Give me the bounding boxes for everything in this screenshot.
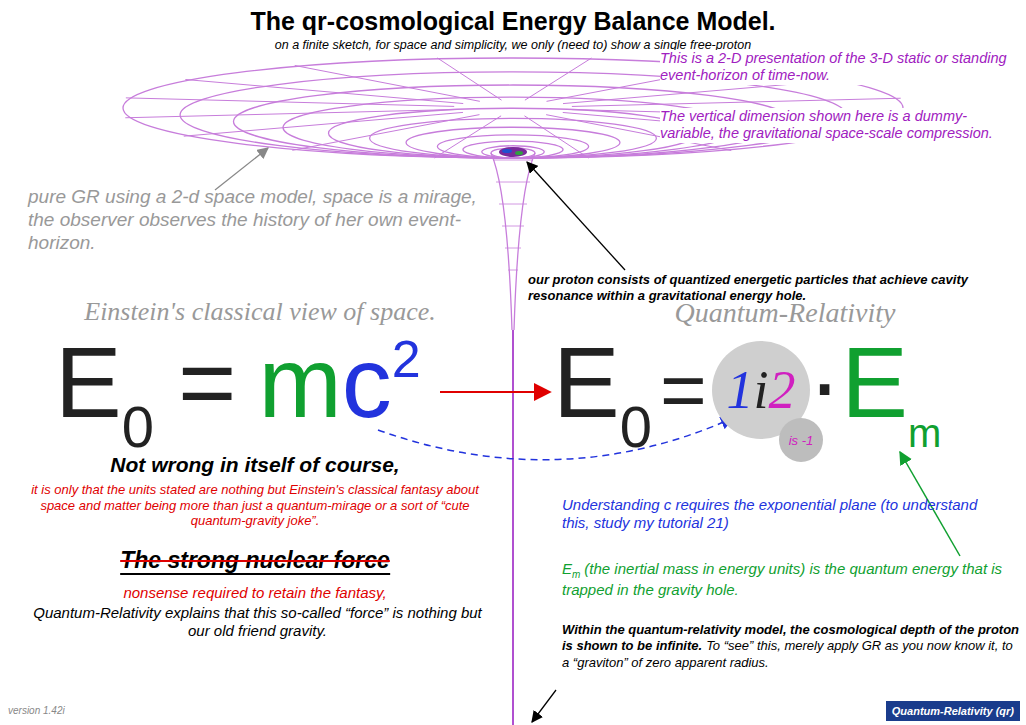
symbol: E (562, 560, 572, 577)
well-ring (328, 108, 697, 158)
equation-right: ·Em (808, 322, 941, 442)
note: This is a 2-D presentation of the 3-D st… (660, 50, 1018, 85)
equation-right: E0= (553, 322, 707, 442)
equation-subscript: 0 (122, 392, 154, 462)
symbol-subscript: m (572, 569, 580, 580)
funnel-neck (491, 153, 535, 725)
equation-term: = (178, 322, 236, 442)
title: The qr-cosmological Energy Balance Model… (0, 6, 1026, 36)
equation-term: E (553, 322, 620, 442)
depth-note: Within the quantum-relativity model, the… (562, 622, 1020, 671)
note: The vertical dimension shown here is a d… (660, 108, 1018, 143)
note: it is only that the units stated are not… (30, 482, 480, 529)
funnel-ring (493, 160, 533, 161)
funnel-wall (514, 153, 535, 330)
funnel-ring (508, 270, 518, 271)
badge-box: Quantum-Relativity (qr) (886, 701, 1020, 721)
note: (the inertial mass in energy units) is t… (562, 560, 1002, 598)
grid-line (295, 65, 480, 101)
note: Quantum-Relativity explains that this so… (25, 604, 490, 640)
well-ring (482, 146, 544, 158)
funnel-ring (499, 204, 527, 205)
funnel-wall (491, 153, 512, 330)
depth-arrow (532, 690, 556, 722)
note: Understanding c requires the exponential… (562, 496, 1002, 532)
equation-subscript: m (908, 409, 941, 457)
note: nonsense required to retain the fantasy, (30, 584, 480, 602)
heading: Quantum-Relativity (620, 296, 950, 330)
equation-term: c (342, 322, 392, 442)
grid-line (525, 58, 592, 100)
note: pure GR using a 2-d space model, space i… (28, 186, 498, 254)
funnel-ring (496, 182, 530, 183)
equation-subscript: 0 (620, 392, 652, 462)
grey-arrow (215, 148, 268, 190)
quark (515, 151, 523, 155)
well-ring (370, 118, 657, 158)
grid-line (184, 112, 463, 136)
equation-term: E (55, 322, 122, 442)
heading: Einstein's classical view of space. (60, 296, 460, 327)
equation-term: m (258, 322, 341, 442)
version: version 1.42i (8, 705, 65, 717)
node-text: 1i2 (726, 359, 795, 421)
proton-arrow (527, 162, 625, 270)
funnel-ring (505, 248, 521, 249)
well-ring (491, 148, 535, 158)
struck-heading: The strong nuclear force (120, 548, 390, 575)
equation-superscript: 2 (392, 328, 421, 390)
equation-term: E (841, 322, 908, 442)
equation-term: = (660, 342, 707, 438)
small-circle: is -1 (779, 418, 823, 462)
equation-left: E0=mc2 (55, 322, 421, 442)
proton-body (499, 147, 527, 157)
well-ring (437, 135, 588, 158)
well-ring (406, 127, 620, 158)
node-text: is -1 (789, 433, 814, 448)
quark (502, 149, 512, 153)
grid-line (437, 58, 501, 100)
red-arrow (440, 391, 550, 393)
well-ring (463, 141, 563, 158)
funnel-ring (502, 226, 524, 227)
mass-note: Em(the inertial mass in energy units) is… (562, 560, 1020, 600)
node-text: Quantum-Relativity (qr) (892, 705, 1014, 717)
grid-line (125, 110, 454, 118)
depth-line (512, 330, 514, 725)
note: Not wrong in itself of course, (30, 452, 480, 477)
proton (499, 147, 527, 157)
